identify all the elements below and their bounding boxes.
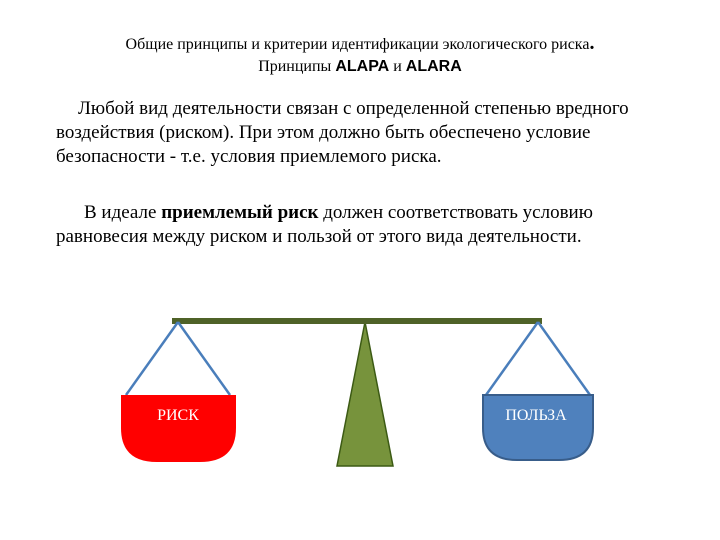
left-pan-string-left (124, 321, 180, 396)
title-line-1-dot: . (589, 32, 595, 54)
risk-paragraph: Любой вид деятельности связан с определе… (56, 98, 629, 167)
title-line-2-prefix: Принципы (258, 58, 336, 75)
acronym-alara: ALARA (405, 58, 462, 75)
title-line-1: Общие принципы и критерии идентификации … (0, 32, 720, 56)
scale-beam (172, 318, 542, 324)
acceptable-risk-suffix: должен соответствовать условию равновеси… (56, 202, 593, 247)
acceptable-risk-emphasis: приемлемый риск (161, 202, 319, 223)
risk-pan (121, 395, 236, 462)
scale-fulcrum (336, 321, 394, 467)
acceptable-risk-paragraph: В идеале приемлемый риск должен соответс… (56, 201, 676, 249)
benefit-pan (482, 394, 594, 461)
risk-pan-label: РИСК (157, 407, 199, 424)
title-line-1-text: Общие принципы и критерии идентификации … (125, 36, 590, 53)
right-pan-string-left (484, 321, 540, 396)
acceptable-risk-prefix: В идеале (84, 202, 162, 223)
acronym-alapa: ALAPA (335, 58, 390, 75)
right-pan-string-right (536, 321, 592, 396)
title-conjunction: и (389, 58, 406, 75)
slide-title: Общие принципы и критерии идентификации … (0, 32, 720, 78)
left-pan-string-right (176, 321, 232, 396)
title-line-2: Принципы ALAPA и ALARA (0, 56, 720, 78)
benefit-pan-label: ПОЛЬЗА (505, 407, 567, 424)
